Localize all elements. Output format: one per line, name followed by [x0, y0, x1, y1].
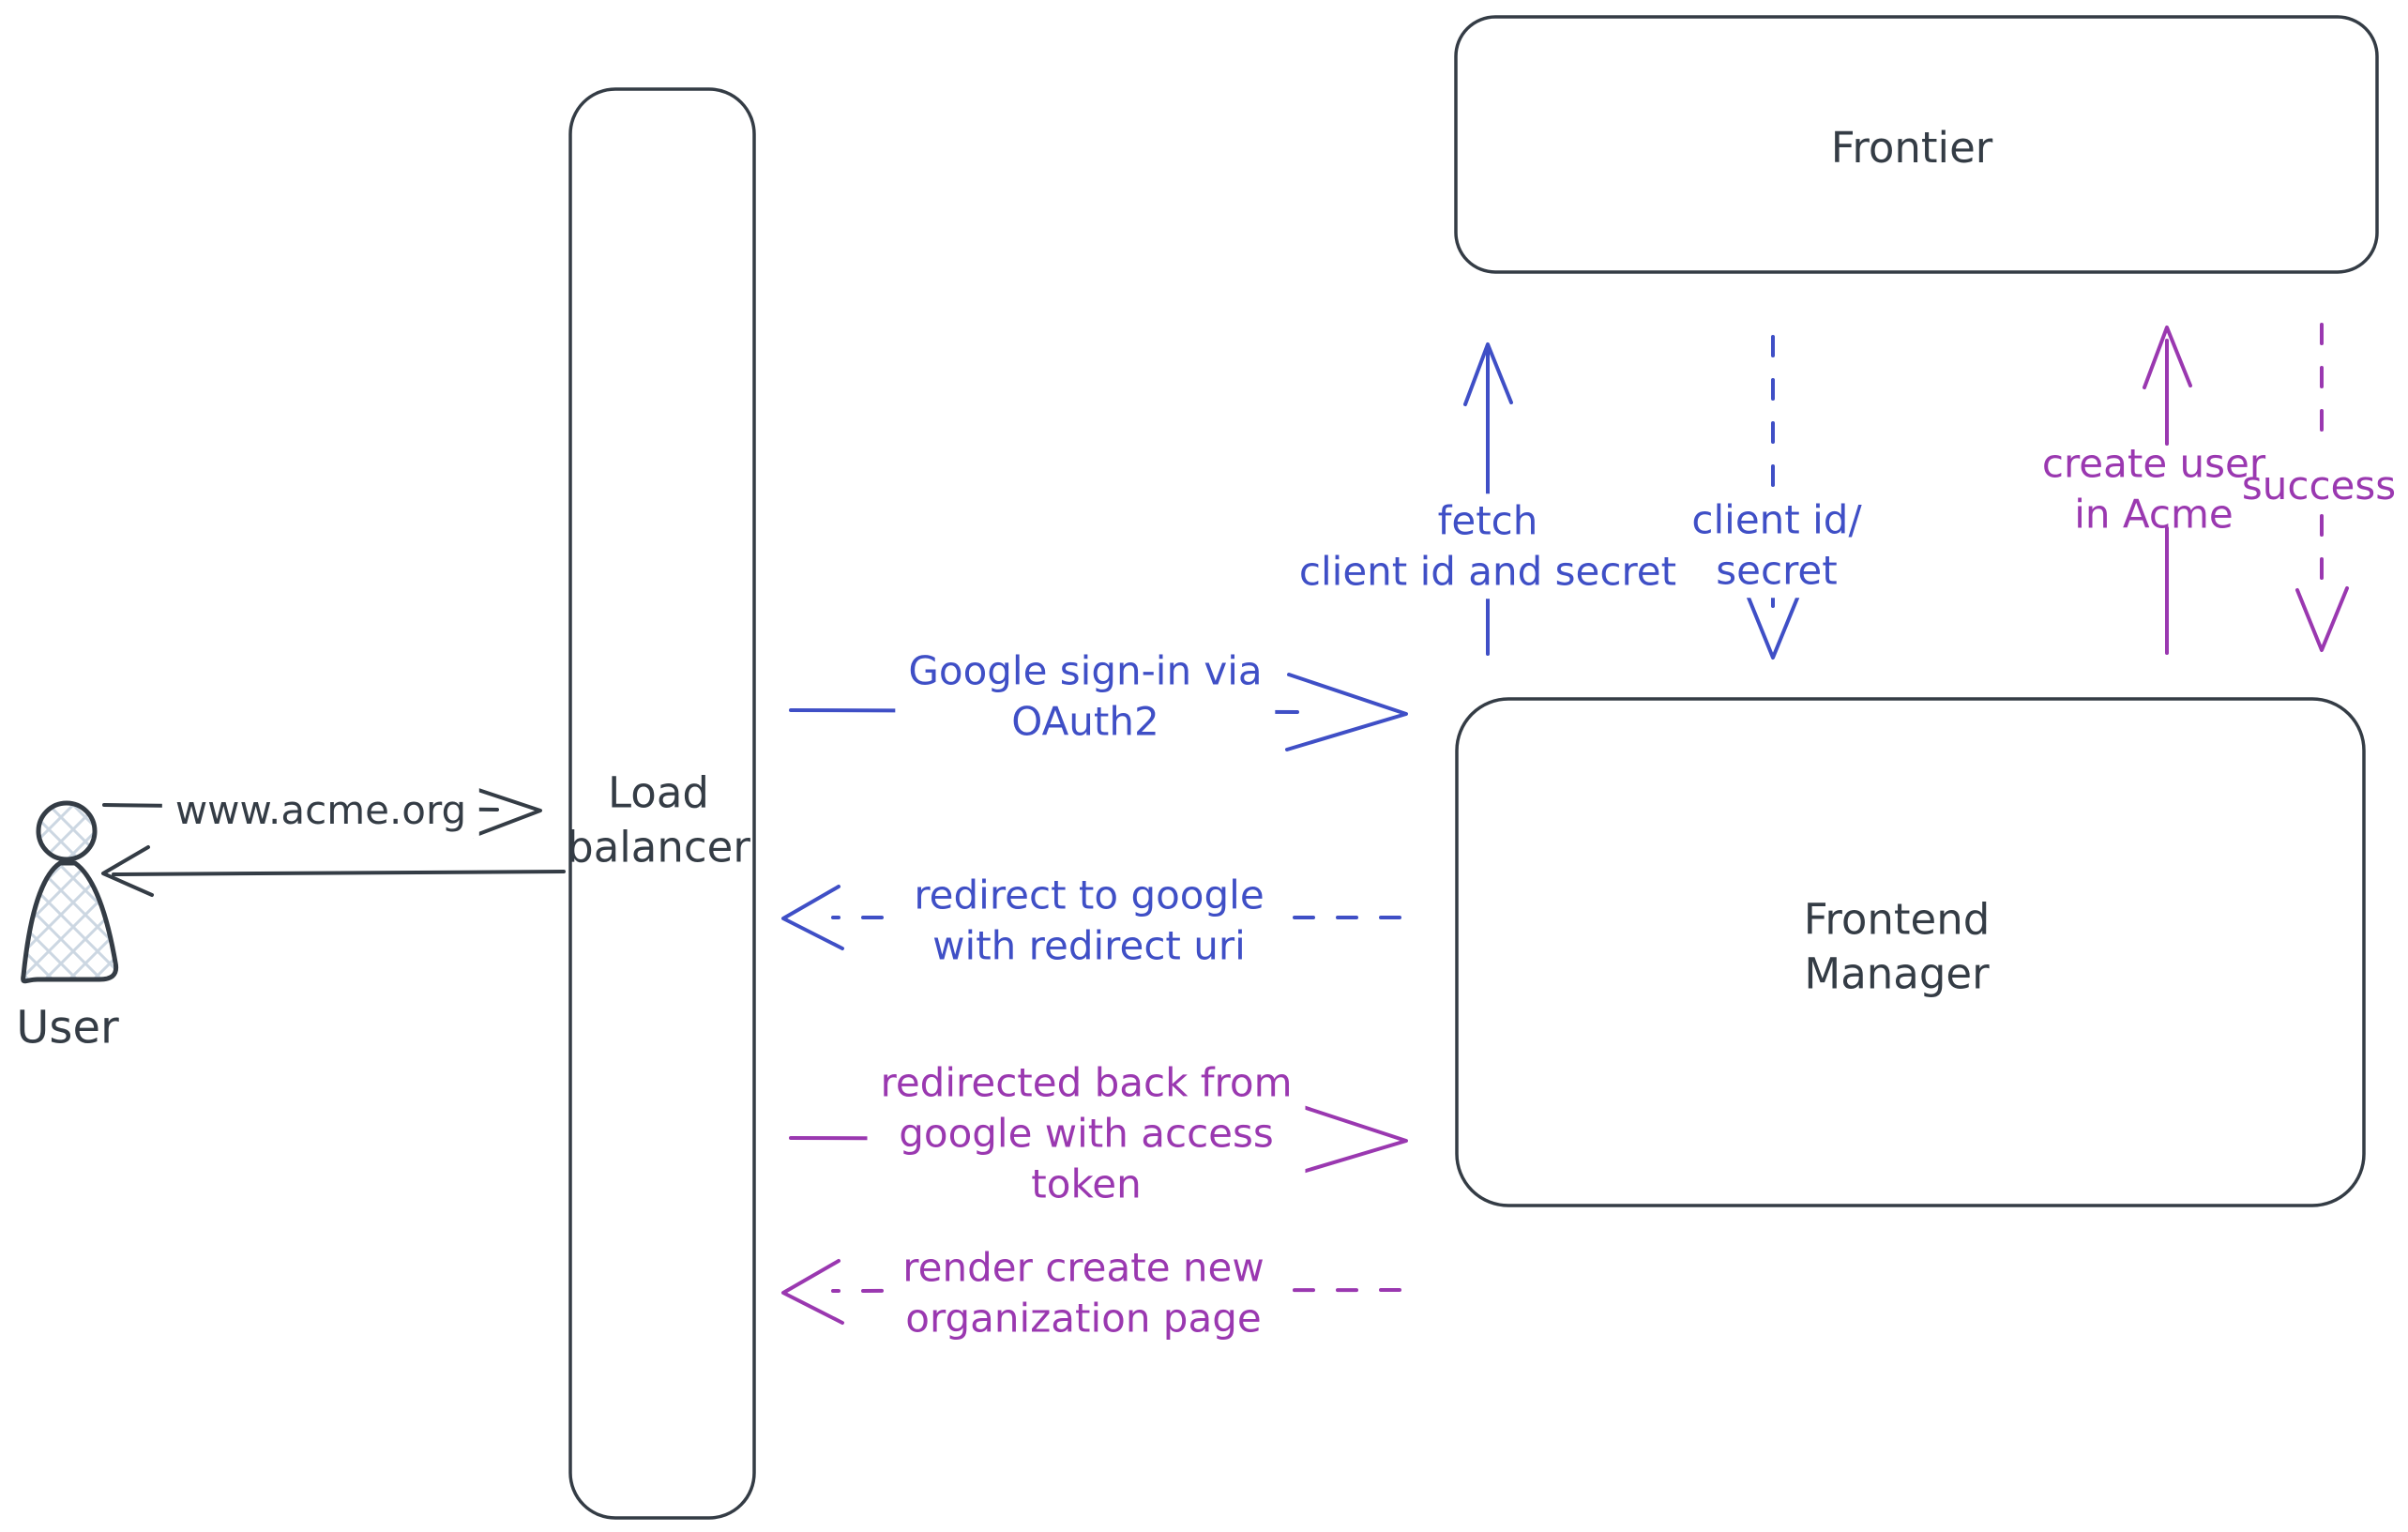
edge-label-client-id-secret-line1: client id/: [1691, 496, 1862, 543]
arrow-success-head: [2295, 586, 2349, 652]
edge-label-create-user-line1: create user: [2041, 440, 2266, 487]
edge-label-redirected-back-line1: redirected back from: [880, 1059, 1293, 1106]
edge-label-render-org-line2: organization page: [905, 1295, 1262, 1341]
edge-label-www-acme: www.acme.org: [161, 783, 480, 838]
edge-label-redirect-google-line1: redirect to google: [914, 872, 1265, 918]
frontend-manager-box: [1455, 697, 2366, 1207]
edge-label-redirected-back: redirected back from google with access …: [867, 1055, 1306, 1211]
edge-label-redirect-google: redirect to google with redirect uri: [901, 868, 1278, 973]
edge-label-redirect-google-line2: with redirect uri: [932, 922, 1246, 968]
arrow-lb-to-user-line: [112, 870, 566, 876]
edge-label-render-org-line1: render create new: [902, 1244, 1265, 1291]
frontier-box: [1454, 15, 2379, 274]
edge-label-google-signin: Google sign-in via OAuth2: [895, 644, 1276, 749]
arrow-lb-to-user-head: [101, 845, 154, 897]
arrow-create-user-head: [2143, 326, 2192, 389]
arrow-google-signin-head: [1285, 673, 1408, 751]
load-balancer-label: Load balancer: [567, 766, 750, 873]
frontend-manager-label: Frontend Manager: [1804, 892, 1991, 1000]
edge-label-redirected-back-line3: token: [1031, 1160, 1142, 1206]
edge-label-render-org: render create new organization page: [889, 1240, 1278, 1345]
edge-label-fetch-client-line1: fetch: [1437, 497, 1538, 544]
edge-label-create-user: create user in Acme: [2042, 438, 2265, 539]
arrow-www-head: [472, 787, 542, 838]
arrow-fetch-head: [1463, 342, 1513, 406]
user-icon-body: [21, 860, 119, 984]
edge-label-success: success: [2241, 463, 2397, 509]
edge-label-google-signin-line2: OAuth2: [1011, 698, 1159, 744]
load-balancer-label-line2: balancer: [567, 822, 750, 872]
frontend-manager-label-line1: Frontend: [1803, 894, 1991, 945]
edge-label-google-signin-line1: Google sign-in via: [908, 647, 1263, 694]
user-icon-head: [36, 800, 98, 862]
frontier-label: Frontier: [1830, 123, 1993, 174]
edge-label-client-id-secret-line2: secret: [1716, 547, 1838, 593]
arrow-clientid-head: [1747, 594, 1800, 660]
edge-label-fetch-client: fetch client id and secret: [1285, 493, 1690, 599]
edge-label-client-id-secret: client id/ secret: [1678, 493, 1875, 598]
arrow-redirect-head: [781, 885, 844, 950]
arrow-render-org-head: [781, 1259, 844, 1325]
edge-label-redirected-back-line2: google with access: [899, 1110, 1274, 1157]
blue-strokes: [781, 335, 1800, 950]
edge-label-create-user-line2: in Acme: [2074, 491, 2234, 537]
load-balancer-label-line1: Load: [608, 767, 709, 818]
frontend-manager-label-line2: Manager: [1804, 948, 1990, 998]
load-balancer-box: [568, 87, 756, 1520]
user-label: User: [16, 1001, 119, 1054]
edge-label-fetch-client-line2: client id and secret: [1298, 548, 1677, 594]
arrow-redirected-back-head: [1285, 1100, 1408, 1178]
arrow-render-org-line: [831, 1288, 1401, 1293]
